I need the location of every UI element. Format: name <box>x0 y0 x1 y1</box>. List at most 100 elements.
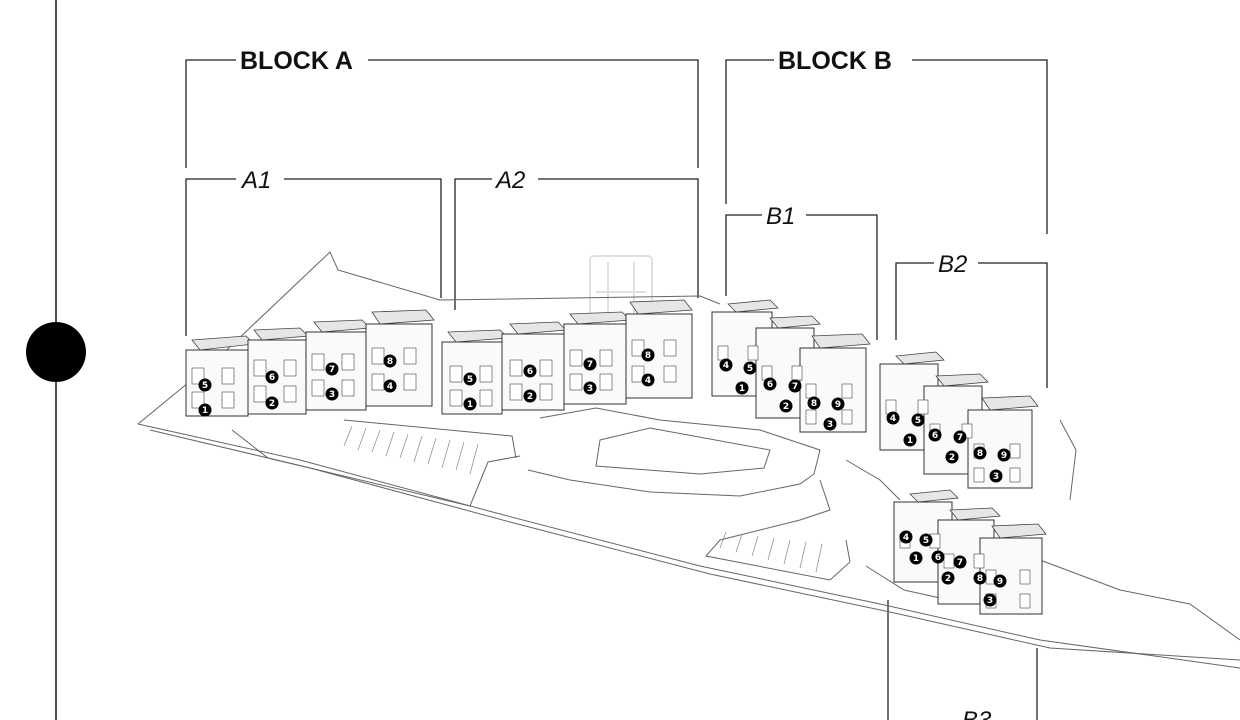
unit-marker-b2-1-label: 5 <box>915 416 921 426</box>
unit-marker-b3-0-label: 4 <box>903 533 909 543</box>
unit-marker-b2-5-dot <box>945 450 959 464</box>
unit-marker-b2-4-dot <box>953 430 967 444</box>
a2-label: A2 <box>494 167 525 194</box>
b2-bracket: B2 <box>895 251 1048 388</box>
block-b2-buildings <box>879 351 1039 489</box>
unit-marker-a-2-label: 6 <box>269 373 275 383</box>
unit-marker-a-2-dot <box>265 370 279 384</box>
unit-marker-b3-8-dot <box>983 593 997 607</box>
site-outline <box>137 251 1240 669</box>
unit-marker-b3-1-label: 5 <box>923 536 929 546</box>
unit-marker-a-11-label: 2 <box>527 392 533 402</box>
unit-marker-a-10-dot <box>523 364 537 378</box>
unit-marker-a-13-label: 3 <box>587 384 593 394</box>
block-b-label: BLOCK B <box>778 47 892 75</box>
unit-marker-b2-0-label: 4 <box>890 414 896 424</box>
unit-marker-b2-7-dot <box>997 448 1011 462</box>
unit-marker-a-9-dot <box>463 397 477 411</box>
parking-area-lower <box>719 531 823 573</box>
unit-marker-b3-1-dot <box>919 533 933 547</box>
block-b1-buildings <box>711 299 871 433</box>
unit-marker-b1-8-label: 3 <box>827 420 833 430</box>
unit-marker-b1-4-label: 7 <box>792 382 798 392</box>
a1-bracket: A1 <box>185 167 442 336</box>
unit-marker-a-8-dot <box>463 372 477 386</box>
unit-marker-b1-1-label: 5 <box>747 364 753 374</box>
unit-marker-a-6-dot <box>383 354 397 368</box>
unit-marker-a-14-label: 8 <box>645 351 651 361</box>
unit-marker-b1-6-label: 8 <box>811 399 817 409</box>
unit-marker-b3-0-dot <box>899 530 913 544</box>
unit-marker-b2-8-dot <box>989 469 1003 483</box>
block-a-buildings <box>185 299 693 417</box>
unit-marker-b1-3-label: 6 <box>767 380 773 390</box>
building-a1-4 <box>365 309 435 407</box>
unit-marker-a-11-dot <box>523 389 537 403</box>
unit-marker-b1-3-dot <box>763 377 777 391</box>
unit-marker-b3-7-dot <box>993 574 1007 588</box>
a1-label: A1 <box>240 167 271 194</box>
unit-marker-b1-0-label: 4 <box>723 361 729 371</box>
unit-marker-b3-4-label: 7 <box>957 558 963 568</box>
unit-marker-b2-0-dot <box>886 411 900 425</box>
unit-marker-b2-3-dot <box>928 428 942 442</box>
unit-marker-a-6-label: 8 <box>387 357 393 367</box>
unit-marker-b1-7-label: 9 <box>835 400 841 410</box>
unit-marker-a-1-label: 1 <box>202 406 208 416</box>
unit-marker-b1-6-dot <box>807 396 821 410</box>
block-b-bracket: BLOCK B <box>725 47 1048 234</box>
unit-marker-b2-6-dot <box>973 446 987 460</box>
unit-marker-b3-7-label: 9 <box>997 577 1003 587</box>
unit-marker-b3-3-dot <box>931 550 945 564</box>
unit-marker-a-8-label: 5 <box>467 375 473 385</box>
unit-marker-b3-5-dot <box>941 571 955 585</box>
unit-marker-a-9-label: 1 <box>467 400 473 410</box>
unit-marker-b2-8-label: 3 <box>993 472 999 482</box>
unit-marker-a-14-dot <box>641 348 655 362</box>
unit-marker-a-7-label: 4 <box>387 382 393 392</box>
b1-label: B1 <box>766 203 795 230</box>
unit-marker-a-3-label: 2 <box>269 399 275 409</box>
unit-marker-b2-2-label: 1 <box>907 436 913 446</box>
unit-marker-b1-4-dot <box>788 379 802 393</box>
unit-marker-a-15-dot <box>641 373 655 387</box>
unit-marker-a-12-dot <box>583 357 597 371</box>
unit-marker-b1-5-dot <box>779 399 793 413</box>
unit-marker-b3-5-label: 2 <box>945 574 951 584</box>
unit-marker-b1-8-dot <box>823 417 837 431</box>
unit-marker-b1-7-dot <box>831 397 845 411</box>
unit-marker-b3-6-label: 8 <box>977 574 983 584</box>
unit-marker-a-7-dot <box>383 379 397 393</box>
unit-marker-a-4-dot <box>325 362 339 376</box>
unit-marker-b3-2-dot <box>909 551 923 565</box>
unit-marker-a-0-dot <box>198 378 212 392</box>
boundary-marker <box>26 322 86 382</box>
unit-marker-a-10-label: 6 <box>527 367 533 377</box>
unit-marker-a-15-label: 4 <box>645 376 651 386</box>
block-a-label: BLOCK A <box>240 47 353 75</box>
building-a2-4 <box>625 299 693 399</box>
unit-marker-b3-6-dot <box>973 571 987 585</box>
unit-marker-b3-4-dot <box>953 555 967 569</box>
b3-label: B3 <box>962 707 992 720</box>
unit-marker-b2-3-label: 6 <box>932 431 938 441</box>
unit-marker-b3-3-label: 6 <box>935 553 941 563</box>
unit-marker-a-5-dot <box>325 387 339 401</box>
building-a1-1 <box>185 335 255 417</box>
unit-marker-b1-2-dot <box>735 381 749 395</box>
building-a1-2 <box>247 327 309 415</box>
unit-marker-a-5-label: 3 <box>329 390 335 400</box>
unit-marker-b2-7-label: 9 <box>1001 451 1007 461</box>
unit-marker-a-12-label: 7 <box>587 360 593 370</box>
building-a2-3 <box>563 311 631 405</box>
unit-marker-b2-4-label: 7 <box>957 433 963 443</box>
block-a-bracket: BLOCK A <box>185 47 699 168</box>
unit-marker-b2-2-dot <box>903 433 917 447</box>
unit-marker-b2-1-dot <box>911 413 925 427</box>
unit-marker-b2-5-label: 2 <box>949 453 955 463</box>
b3-bracket: B3 <box>887 600 1038 720</box>
unit-marker-a-3-dot <box>265 396 279 410</box>
unit-marker-b1-5-label: 2 <box>783 402 789 412</box>
